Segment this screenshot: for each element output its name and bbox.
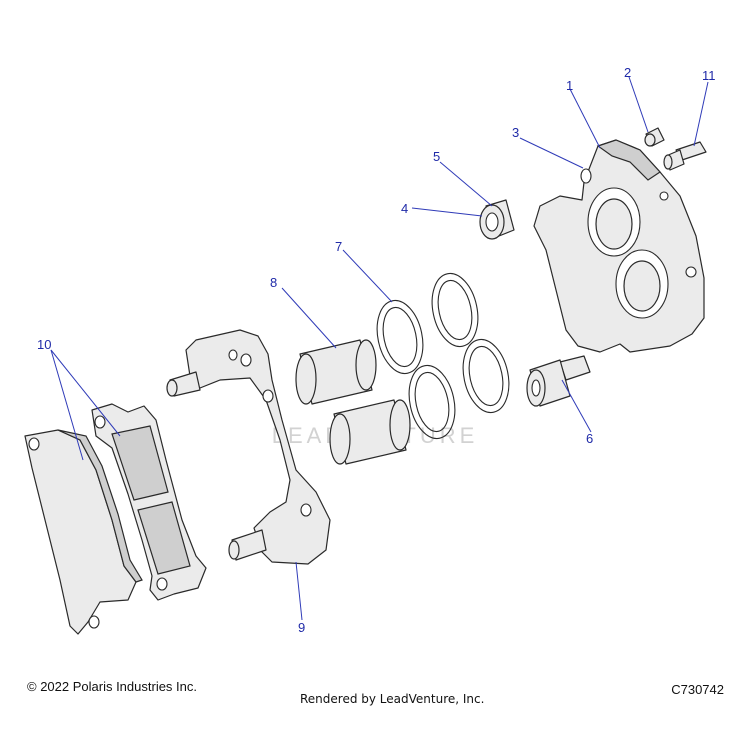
brake-pad-rear — [24, 429, 143, 635]
callout-8: 8 — [270, 275, 277, 290]
caliper-bracket — [166, 329, 331, 565]
callout-2: 2 — [624, 65, 631, 80]
callout-3: 3 — [512, 125, 519, 140]
brake-pad-front — [91, 403, 207, 601]
callout-7: 7 — [335, 239, 342, 254]
callout-9: 9 — [298, 620, 305, 635]
copyright-text: © 2022 Polaris Industries Inc. — [27, 679, 197, 694]
rendered-by-text: Rendered by LeadVenture, Inc. — [300, 692, 485, 706]
callout-5: 5 — [433, 149, 440, 164]
piston-seal-rings — [376, 272, 510, 440]
callout-1: 1 — [566, 78, 573, 93]
bleeder-cap — [644, 127, 665, 147]
callout-6: 6 — [586, 431, 593, 446]
piston-upper — [295, 339, 377, 405]
slide-pin-boot — [526, 355, 591, 407]
diagram-code: C730742 — [671, 682, 724, 697]
bleeder-screw — [663, 141, 707, 171]
caliper-housing — [533, 139, 705, 353]
callout-10: 10 — [37, 337, 51, 352]
callout-11: 11 — [702, 68, 716, 83]
piston-lower — [329, 399, 411, 465]
bushing — [479, 199, 515, 240]
leader-lines — [50, 76, 709, 621]
callout-4: 4 — [401, 201, 408, 216]
